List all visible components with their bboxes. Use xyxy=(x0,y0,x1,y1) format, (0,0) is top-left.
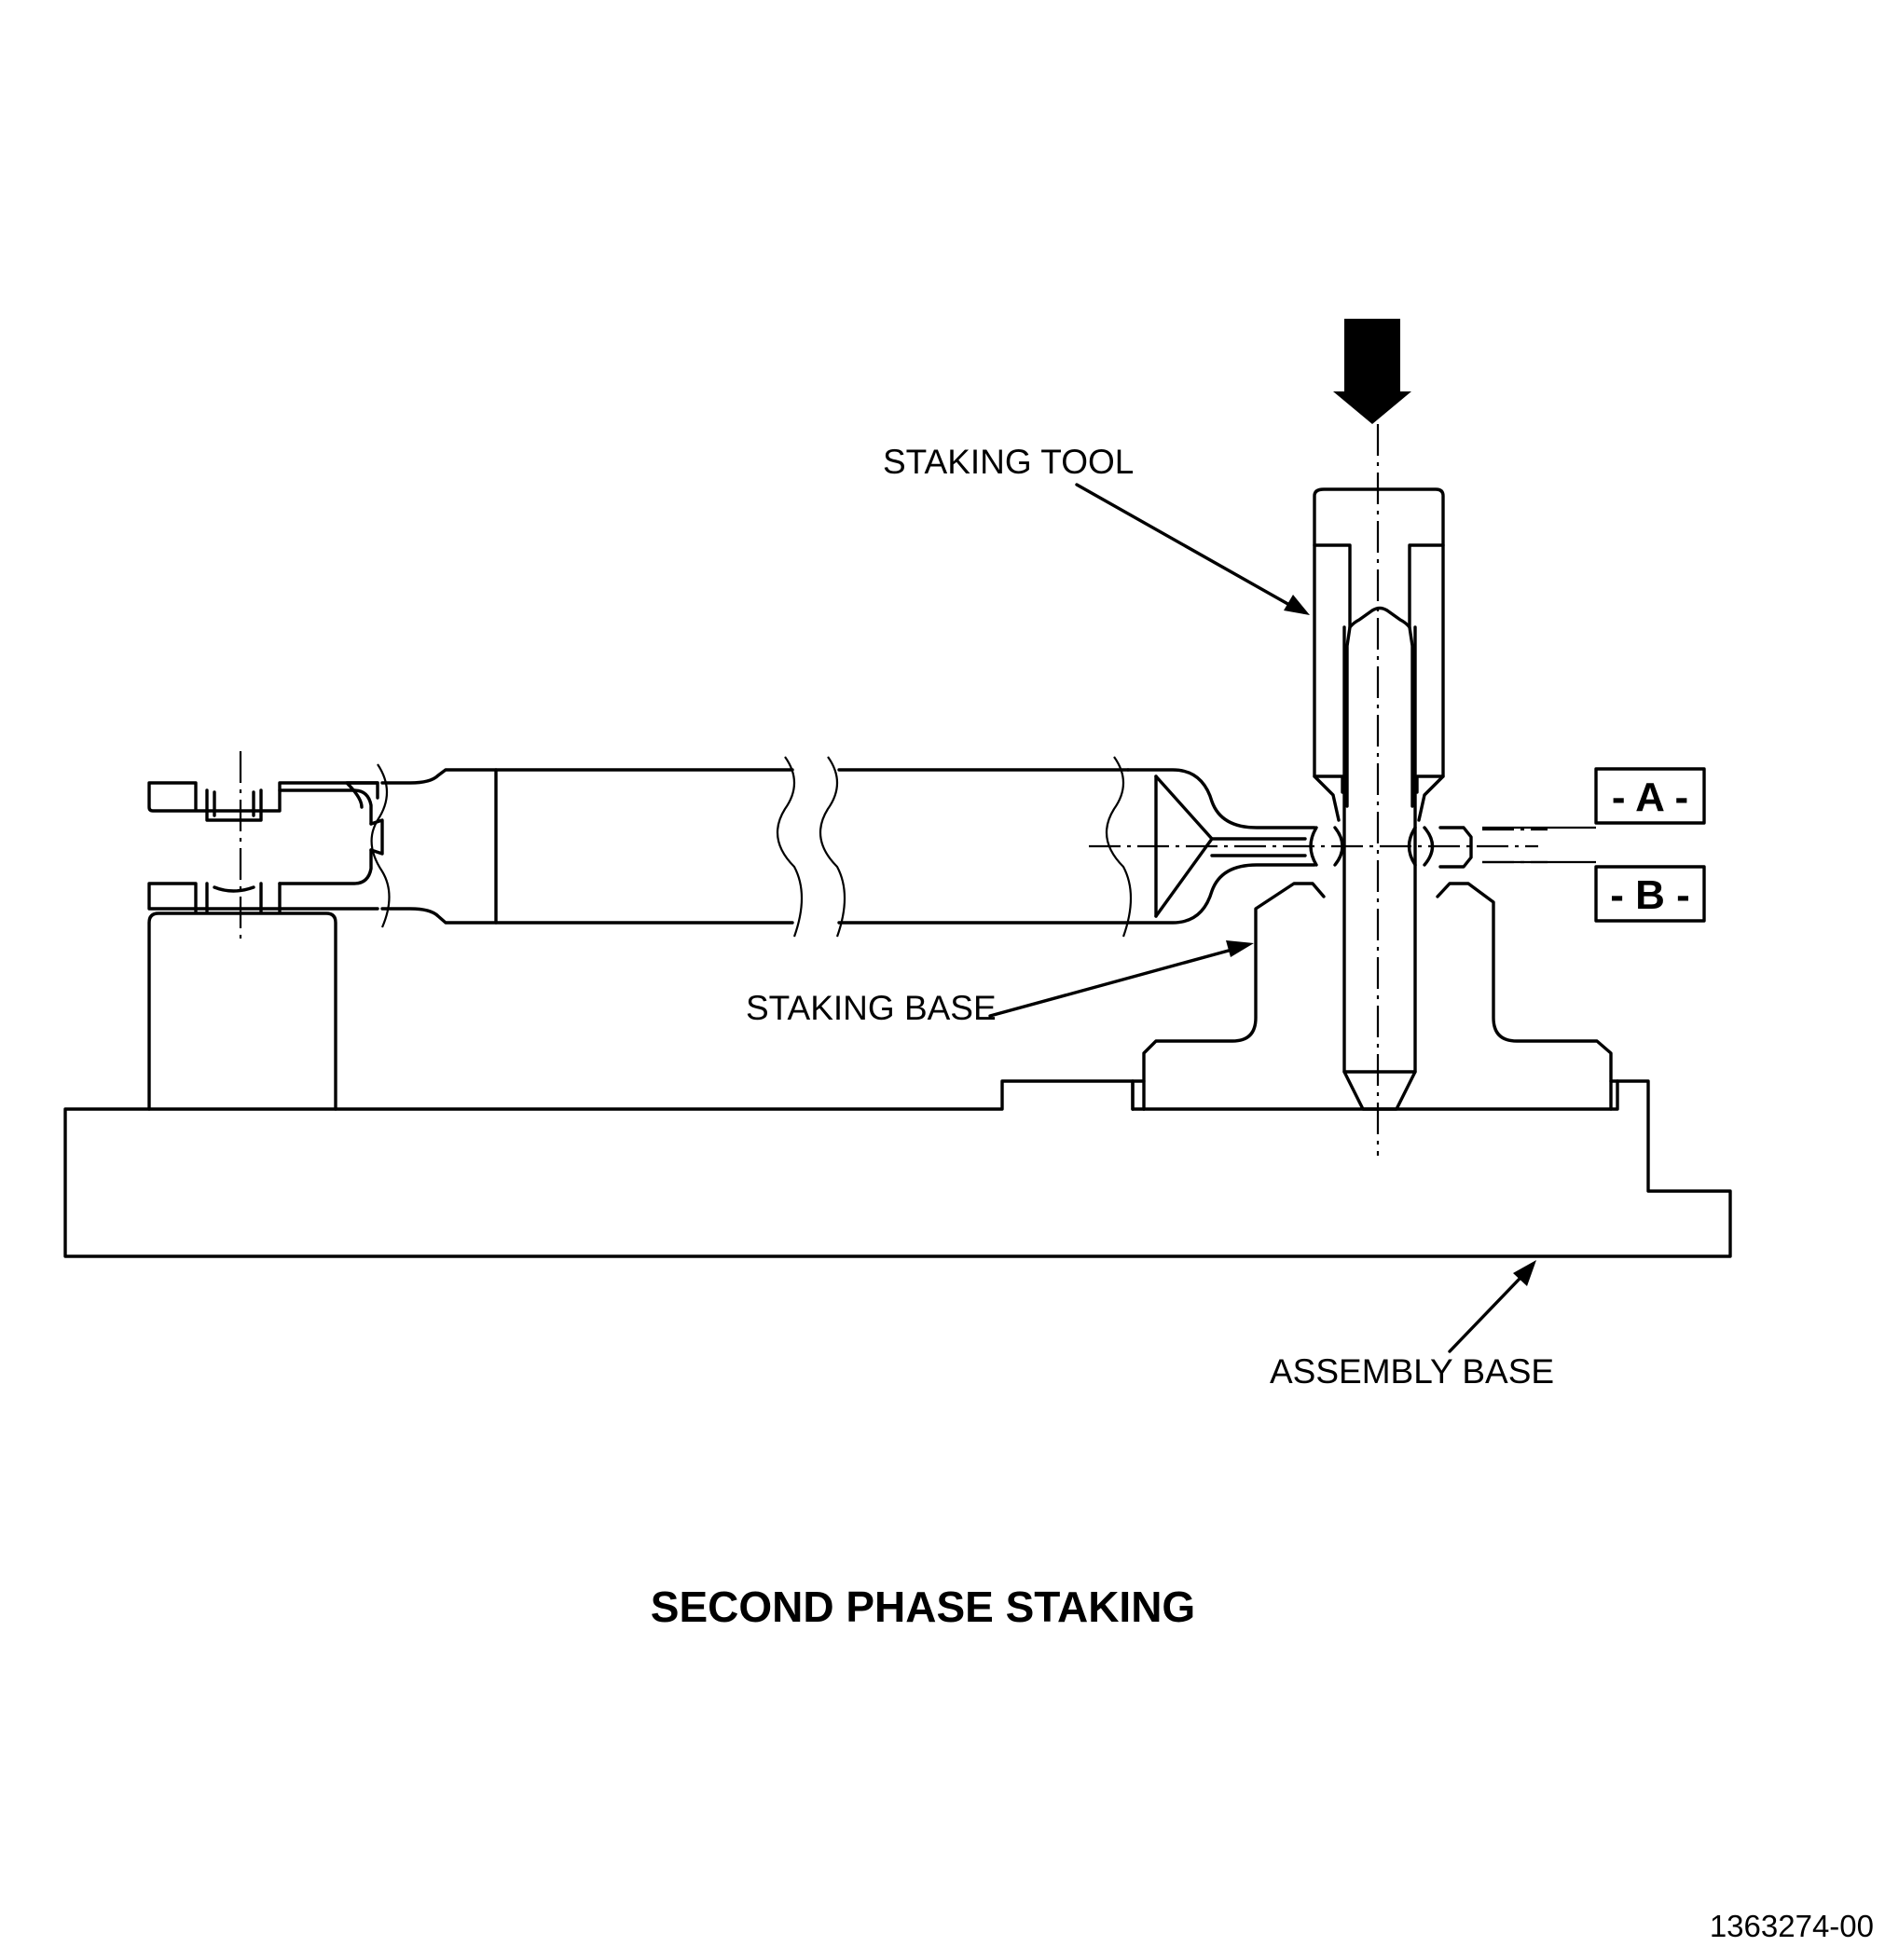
rod xyxy=(380,768,1130,925)
staking-base-label: STAKING BASE xyxy=(746,989,997,1027)
assembly-base-leader xyxy=(1448,1260,1536,1353)
staking-tool-label: STAKING TOOL xyxy=(883,443,1134,481)
assembly-base xyxy=(63,1079,1732,1258)
datum-a: - A - xyxy=(1594,767,1706,825)
datum-b: - B - xyxy=(1594,865,1706,923)
assembly-base-label: ASSEMBLY BASE xyxy=(1270,1352,1554,1391)
staking-tool-leader xyxy=(1075,483,1310,615)
support-post xyxy=(147,911,337,1111)
datum-a-label: - A - xyxy=(1612,774,1688,820)
force-arrow xyxy=(1333,319,1411,424)
clevis-end xyxy=(147,781,379,913)
datum-b-label: - B - xyxy=(1610,872,1690,918)
figure-title: SECOND PHASE STAKING xyxy=(651,1583,1195,1631)
staking-tool xyxy=(1313,487,1445,822)
staking-base xyxy=(1131,882,1619,1111)
figure-number: 1363274-00 xyxy=(1710,1909,1874,1943)
staking-base-leader xyxy=(988,940,1254,1018)
